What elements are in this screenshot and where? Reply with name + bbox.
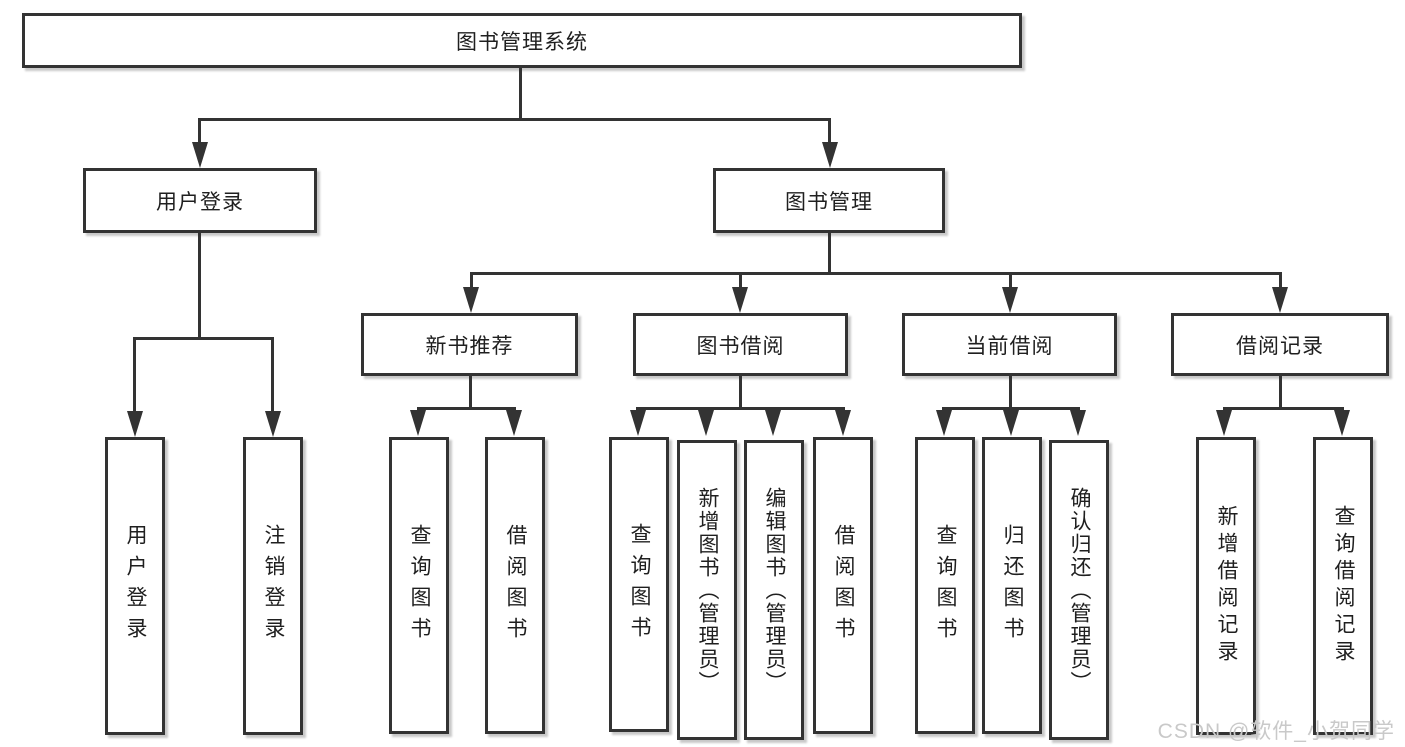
connector-root-stem	[519, 68, 522, 118]
arrow-down-icon	[192, 142, 208, 168]
connector-drop-leaf	[133, 337, 136, 413]
leaf-label: 用户登录	[124, 524, 147, 648]
arrow-down-icon	[936, 410, 952, 436]
arrow-down-icon	[127, 411, 143, 437]
leaf-label: 查询图书	[408, 523, 431, 648]
leaf-add-books-admin: 新增图书（管理员）	[677, 440, 737, 740]
arrow-down-icon	[410, 410, 426, 436]
leaf-label: 新增图书（管理员）	[696, 486, 719, 694]
node-label: 当前借阅	[965, 334, 1054, 358]
leaf-borrow-books: 借阅图书	[813, 437, 873, 734]
arrow-down-icon	[1272, 287, 1288, 313]
leaf-label: 查询借阅记录	[1332, 505, 1355, 667]
connector-drop-level3	[1009, 272, 1012, 289]
leaf-label: 查询图书	[628, 522, 651, 647]
connector-drop-level3	[1279, 272, 1282, 289]
arrow-down-icon	[698, 410, 714, 436]
leaf-borrow-books-recommend: 借阅图书	[485, 437, 545, 734]
arrow-down-icon	[1070, 410, 1086, 436]
connector-user-login-hline	[133, 337, 274, 340]
node-new-book-recommend: 新书推荐	[361, 313, 578, 376]
leaf-label: 借阅图书	[832, 523, 855, 648]
connector-borrow-records-stem	[1279, 376, 1282, 410]
leaf-label: 新增借阅记录	[1215, 505, 1238, 667]
arrow-down-icon	[1003, 410, 1019, 436]
node-label: 借阅记录	[1236, 334, 1324, 358]
arrow-down-icon	[1334, 410, 1350, 436]
node-label: 图书借阅	[696, 334, 785, 358]
leaf-label: 注销登录	[262, 524, 285, 648]
arrow-down-icon	[822, 142, 838, 168]
connector-new-book-hline	[417, 407, 516, 410]
node-book-borrow: 图书借阅	[633, 313, 848, 376]
connector-drop-book-management	[828, 118, 831, 146]
node-label: 图书管理	[785, 190, 873, 214]
node-book-management: 图书管理	[713, 168, 945, 233]
node-label: 图书管理系统	[456, 30, 588, 54]
arrow-down-icon	[732, 287, 748, 313]
arrow-down-icon	[506, 410, 522, 436]
connector-book-borrow-hline	[636, 407, 845, 410]
connector-drop-user-login	[198, 118, 201, 146]
node-user-login: 用户登录	[83, 168, 317, 233]
leaf-logout: 注销登录	[243, 437, 303, 735]
arrow-down-icon	[630, 410, 646, 436]
arrow-down-icon	[1216, 410, 1232, 436]
leaf-label: 归还图书	[1001, 523, 1024, 648]
arrow-down-icon	[765, 410, 781, 436]
connector-drop-leaf	[271, 337, 274, 413]
leaf-query-borrow-record: 查询借阅记录	[1313, 437, 1373, 735]
node-label: 新书推荐	[425, 334, 514, 358]
leaf-label: 编辑图书（管理员）	[763, 486, 786, 694]
leaf-return-books: 归还图书	[982, 437, 1042, 734]
connector-drop-level3	[739, 272, 742, 289]
leaf-query-books-borrow: 查询图书	[609, 437, 669, 732]
connector-current-borrow-hline	[942, 407, 1080, 410]
arrow-down-icon	[265, 411, 281, 437]
arrow-down-icon	[463, 287, 479, 313]
leaf-label: 确认归还（管理员）	[1068, 486, 1091, 694]
leaf-query-books-recommend: 查询图书	[389, 437, 449, 734]
connector-drop-level3	[470, 272, 473, 289]
connector-user-login-stem	[198, 233, 201, 337]
connector-root-hline	[198, 118, 831, 121]
leaf-label: 借阅图书	[504, 523, 527, 648]
node-label: 用户登录	[156, 190, 244, 214]
leaf-user-login: 用户登录	[105, 437, 165, 735]
leaf-query-books-current: 查询图书	[915, 437, 975, 734]
arrow-down-icon	[1002, 287, 1018, 313]
node-current-borrow: 当前借阅	[902, 313, 1117, 376]
arrow-down-icon	[835, 410, 851, 436]
connector-book-mgmt-hline	[470, 272, 1281, 275]
connector-book-mgmt-stem	[828, 233, 831, 274]
leaf-edit-books-admin: 编辑图书（管理员）	[744, 440, 804, 740]
connector-current-borrow-stem	[1009, 376, 1012, 410]
node-library-management-system: 图书管理系统	[22, 13, 1022, 68]
leaf-confirm-return-admin: 确认归还（管理员）	[1049, 440, 1109, 740]
leaf-label: 查询图书	[934, 523, 957, 648]
leaf-add-borrow-record: 新增借阅记录	[1196, 437, 1256, 735]
node-borrow-records: 借阅记录	[1171, 313, 1389, 376]
connector-new-book-stem	[469, 376, 472, 410]
connector-borrow-records-hline	[1223, 407, 1344, 410]
connector-book-borrow-stem	[739, 376, 742, 410]
